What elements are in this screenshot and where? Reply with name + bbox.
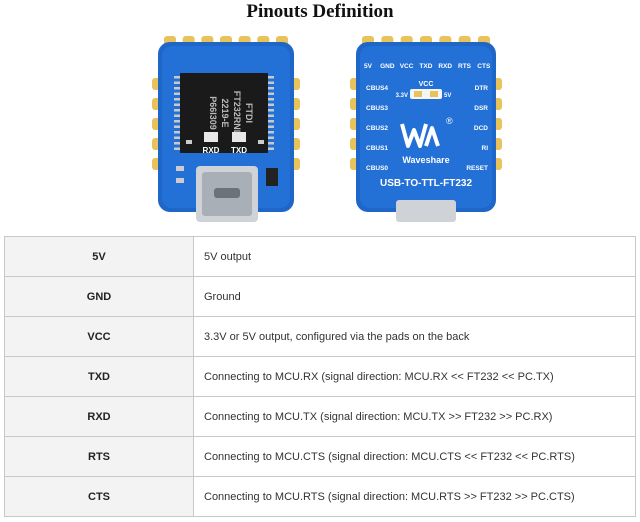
back-right-pin-label: DTR (475, 85, 489, 92)
usb-c-connector-back (396, 200, 456, 222)
back-top-pin-label: TXD (419, 63, 432, 70)
pin-description-cell: Connecting to MCU.RTS (signal direction:… (193, 476, 636, 517)
board-images: FTDI FT232RNL 2219-E P66I309 RXD TXD 5V G… (0, 28, 640, 224)
back-right-pin-label: DSR (474, 105, 488, 112)
pin-name-cell: RTS (4, 436, 194, 477)
back-left-pin-label: CBUS4 (366, 85, 388, 92)
back-left-pin-label: CBUS0 (366, 165, 388, 172)
back-top-pin-label: RTS (458, 63, 472, 70)
ft232-chip (180, 73, 268, 153)
waveshare-logo-icon: ® (400, 116, 453, 148)
vcc-jumper-label: VCC (419, 81, 434, 88)
pin-description-cell: 5V output (193, 236, 636, 277)
pin-name-cell: RXD (4, 396, 194, 437)
chip-line-3: 2219-E (220, 98, 230, 127)
back-right-pin-label: RI (482, 145, 489, 152)
model-label: USB-TO-TTL-FT232 (380, 178, 472, 189)
pin-name-cell: VCC (4, 316, 194, 357)
registered-mark: ® (446, 116, 453, 126)
jumper-5v-label: 5V (444, 93, 451, 99)
pin-name-cell: GND (4, 276, 194, 317)
pin-name-cell: TXD (4, 356, 194, 397)
back-left-pin-label: CBUS2 (366, 125, 388, 132)
chip-line-1: FTDI (244, 103, 254, 123)
pin-description-cell: Connecting to MCU.CTS (signal direction:… (193, 436, 636, 477)
page-title: Pinouts Definition (246, 1, 394, 22)
back-top-pin-label: VCC (400, 63, 414, 70)
pin-name-cell: 5V (4, 236, 194, 277)
back-right-pin-label: DCD (474, 125, 488, 132)
back-top-pin-label: GND (380, 63, 395, 70)
pin-description-cell: 3.3V or 5V output, configured via the pa… (193, 316, 636, 357)
chip-line-2: FT232RNL (232, 91, 242, 136)
back-top-pin-label: CTS (477, 63, 491, 70)
jumper-33v-label: 3.3V (396, 93, 408, 99)
pin-description-cell: Connecting to MCU.TX (signal direction: … (193, 396, 636, 437)
back-top-pin-label: RXD (438, 63, 452, 70)
brand-label: Waveshare (402, 155, 449, 165)
pin-description-cell: Ground (193, 276, 636, 317)
back-right-pin-label: RESET (466, 165, 488, 172)
board-illustrations: FTDI FT232RNL 2219-E P66I309 RXD TXD 5V G… (152, 36, 502, 222)
rxd-label: RXD (203, 146, 220, 155)
pin-description-cell: Connecting to MCU.RX (signal direction: … (193, 356, 636, 397)
board-front: FTDI FT232RNL 2219-E P66I309 RXD TXD (152, 36, 300, 222)
back-left-pin-label: CBUS3 (366, 105, 388, 112)
back-top-pin-label: 5V (364, 63, 373, 70)
back-left-pin-label: CBUS1 (366, 145, 388, 152)
pin-name-cell: CTS (4, 476, 194, 517)
board-back: 5V GND VCC TXD RXD RTS CTS CBUS4CBUS3CBUS2CBUS1… (350, 36, 502, 222)
txd-label: TXD (231, 146, 247, 155)
chip-line-4: P66I309 (208, 96, 218, 130)
